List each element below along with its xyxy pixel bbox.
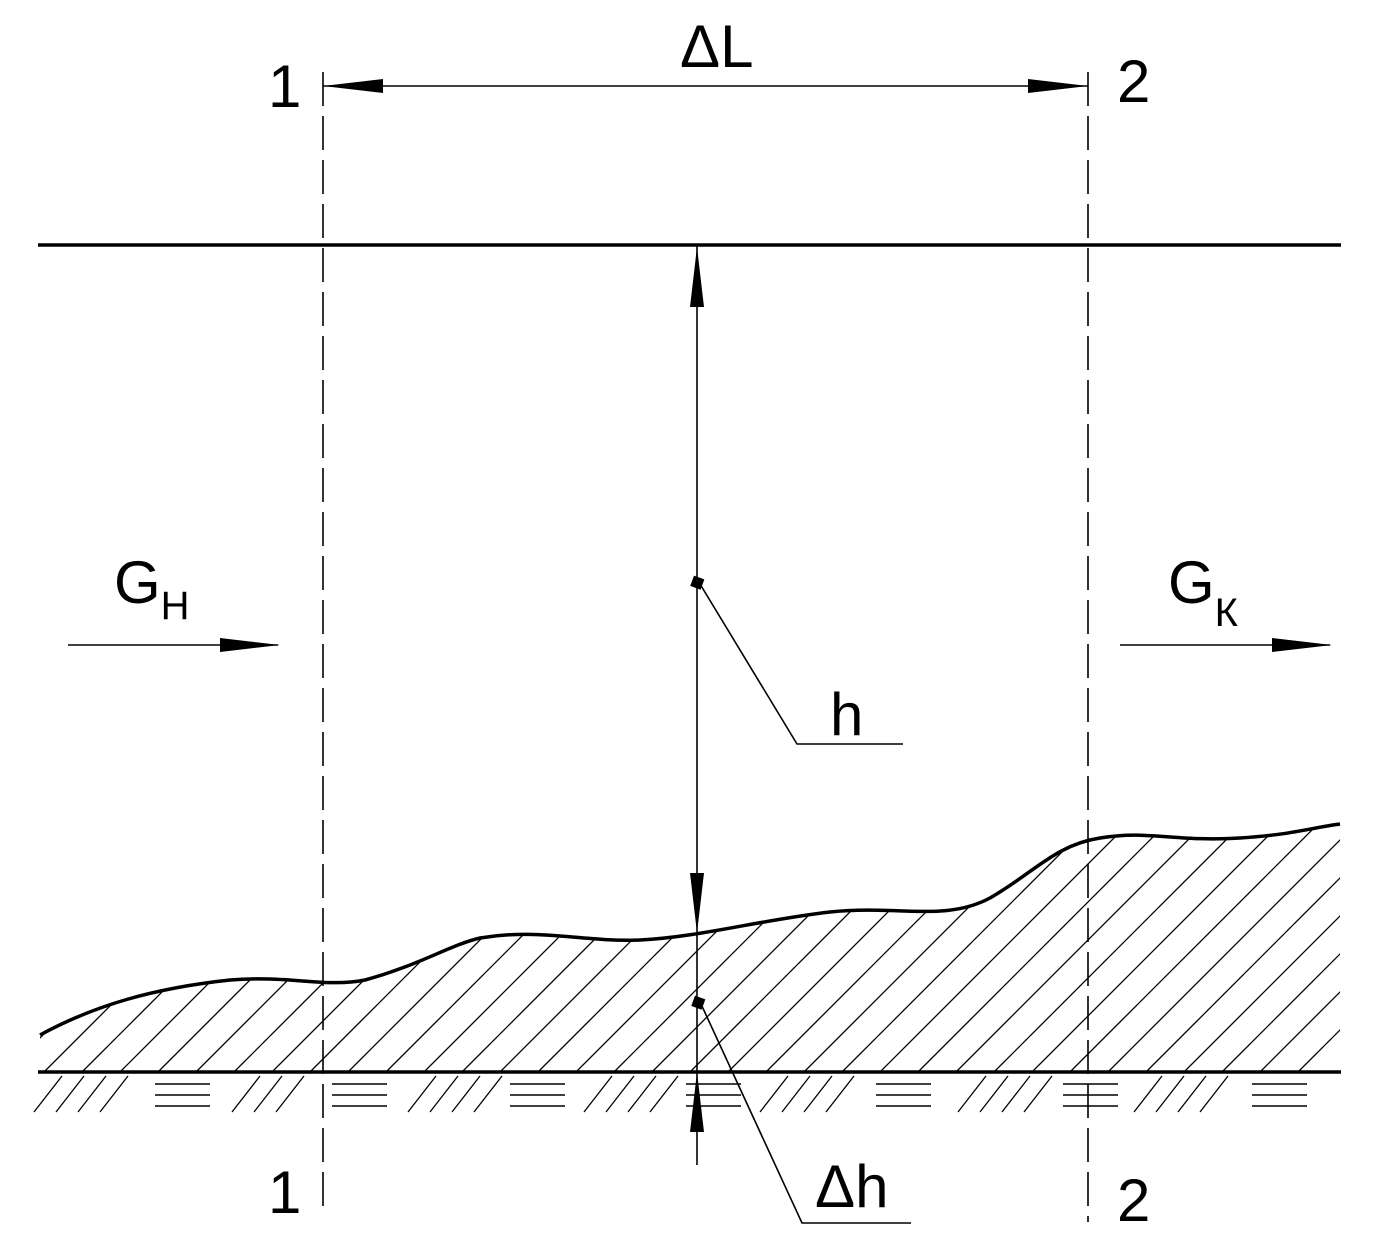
delta-height-leader <box>691 995 911 1224</box>
outflow-arrow <box>1120 638 1332 652</box>
length-label: ΔL <box>680 13 753 80</box>
inflow-subscript: Н <box>161 584 190 628</box>
outflow-label: GК <box>1168 549 1239 635</box>
delta-height-label: Δh <box>815 1153 888 1220</box>
outflow-subscript: К <box>1215 591 1239 635</box>
bottom-profile-curve <box>39 822 1341 1037</box>
length-dimension <box>323 79 1088 93</box>
section-1-top-label: 1 <box>268 53 301 120</box>
height-dimension <box>690 245 704 1165</box>
ground-marks <box>155 1083 1307 1107</box>
height-label: h <box>830 681 863 748</box>
inflow-label: GН <box>114 549 190 628</box>
ground-hatching <box>33 1075 1229 1113</box>
section-1-bottom-label: 1 <box>268 1159 301 1226</box>
section-2-bottom-label: 2 <box>1117 1167 1150 1234</box>
section-2-top-label: 2 <box>1117 48 1150 115</box>
inflow-letter: G <box>114 549 161 616</box>
inflow-arrow <box>68 638 280 652</box>
outflow-letter: G <box>1168 549 1215 616</box>
height-leader <box>690 575 903 745</box>
sediment-hatching <box>40 824 1340 1072</box>
